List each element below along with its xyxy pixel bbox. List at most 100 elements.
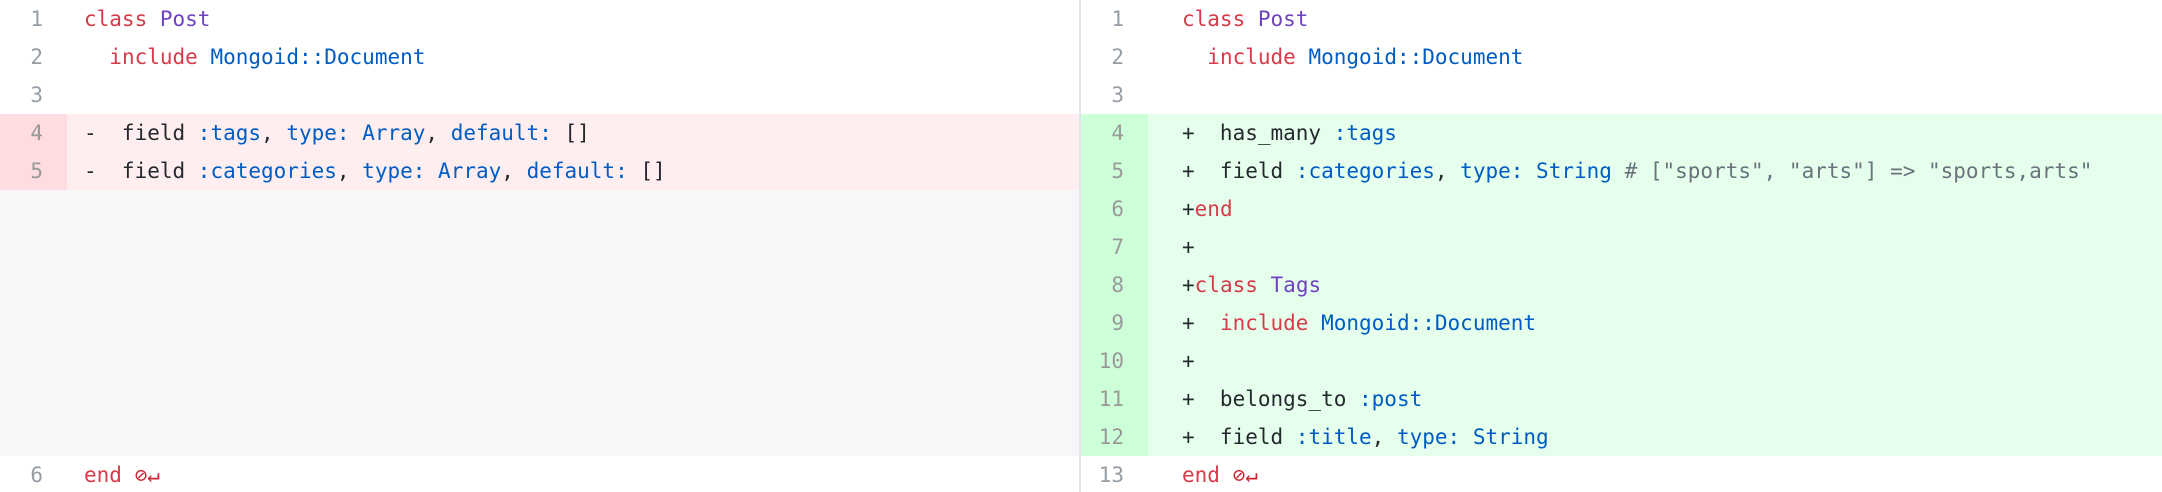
code-content: end ⊘↵ bbox=[84, 456, 160, 492]
empty-line bbox=[0, 190, 1079, 228]
line-number[interactable]: 5 bbox=[1081, 152, 1148, 190]
line-number[interactable]: 6 bbox=[1081, 190, 1148, 228]
code-token: :categories bbox=[1295, 159, 1435, 183]
line-number[interactable]: 7 bbox=[1081, 228, 1148, 266]
line-number[interactable] bbox=[0, 228, 67, 266]
code-token: Post bbox=[159, 7, 211, 31]
code-token: class bbox=[1182, 7, 1246, 31]
added-line: 4 + has_many :tags bbox=[1081, 114, 2162, 152]
added-line: 8+class Tags bbox=[1081, 266, 2162, 304]
line-number[interactable]: 2 bbox=[0, 38, 67, 76]
context-line: 13 end ⊘↵ bbox=[1081, 456, 2162, 492]
code-token: [] bbox=[627, 159, 666, 183]
line-number[interactable] bbox=[0, 190, 67, 228]
code-token: Array bbox=[362, 121, 426, 145]
context-line: 2 include Mongoid::Document bbox=[1081, 38, 2162, 76]
code-content: + has_many :tags bbox=[1182, 114, 1397, 152]
code-token: , bbox=[261, 121, 287, 145]
code-content: + bbox=[1182, 228, 1195, 266]
added-line: 12 + field :title, type: String bbox=[1081, 418, 2162, 456]
context-line: 1 class Post bbox=[1081, 0, 2162, 38]
code-content: +end bbox=[1182, 190, 1233, 228]
code-content: include Mongoid::Document bbox=[1182, 38, 1523, 76]
code-token: end bbox=[1182, 463, 1220, 487]
no-newline-icon: ⊘↵ bbox=[1232, 463, 1258, 487]
code-token: default: bbox=[450, 121, 552, 145]
code-token: Mongoid::Document bbox=[1321, 311, 1537, 335]
code-token: type: bbox=[362, 159, 426, 183]
code-token: String bbox=[1472, 425, 1549, 449]
code-token: Array bbox=[438, 159, 502, 183]
added-line: 7+ bbox=[1081, 228, 2162, 266]
line-number[interactable]: 10 bbox=[1081, 342, 1148, 380]
code-token: :title bbox=[1295, 425, 1372, 449]
line-number[interactable] bbox=[0, 380, 67, 418]
code-token: , bbox=[501, 159, 527, 183]
line-number[interactable]: 2 bbox=[1081, 38, 1148, 76]
code-token bbox=[1220, 463, 1233, 487]
code-content: class Post bbox=[84, 0, 210, 38]
code-token: Post bbox=[1257, 7, 1309, 31]
code-token bbox=[1245, 7, 1258, 31]
line-number[interactable]: 9 bbox=[1081, 304, 1148, 342]
empty-line bbox=[0, 304, 1079, 342]
code-content: - field :categories, type: Array, defaul… bbox=[84, 152, 666, 190]
code-content: - field :tags, type: Array, default: [] bbox=[84, 114, 590, 152]
code-token: String bbox=[1536, 159, 1612, 183]
empty-line bbox=[0, 228, 1079, 266]
code-token bbox=[1612, 159, 1625, 183]
code-content: include Mongoid::Document bbox=[84, 38, 425, 76]
line-number[interactable]: 5 bbox=[0, 152, 67, 190]
code-content: + field :title, type: String bbox=[1182, 418, 1549, 456]
code-token bbox=[1523, 159, 1536, 183]
code-token: + bbox=[1182, 311, 1220, 335]
line-number[interactable]: 3 bbox=[0, 76, 67, 114]
line-number[interactable]: 13 bbox=[1081, 456, 1148, 492]
code-token: :tags bbox=[197, 121, 262, 145]
empty-line bbox=[0, 266, 1079, 304]
code-token bbox=[1308, 311, 1321, 335]
line-number[interactable]: 3 bbox=[1081, 76, 1148, 114]
code-token: :post bbox=[1359, 387, 1423, 411]
code-token: + bbox=[1182, 197, 1195, 221]
line-number[interactable]: 12 bbox=[1081, 418, 1148, 456]
code-token: class bbox=[1194, 273, 1258, 297]
code-token bbox=[198, 45, 211, 69]
code-token bbox=[350, 121, 363, 145]
line-number[interactable]: 6 bbox=[0, 456, 67, 492]
line-number[interactable]: 1 bbox=[1081, 0, 1148, 38]
line-number[interactable]: 1 bbox=[0, 0, 67, 38]
code-token: end bbox=[1194, 197, 1233, 221]
code-token: , bbox=[336, 159, 363, 183]
code-token bbox=[84, 45, 109, 69]
code-content: + include Mongoid::Document bbox=[1182, 304, 1536, 342]
line-number[interactable]: 8 bbox=[1081, 266, 1148, 304]
code-content: + belongs_to :post bbox=[1182, 380, 1422, 418]
code-token bbox=[425, 159, 438, 183]
line-number[interactable]: 4 bbox=[0, 114, 67, 152]
code-content: + field :categories, type: String # ["sp… bbox=[1182, 152, 2092, 190]
code-token: , bbox=[425, 121, 451, 145]
code-token: Mongoid::Document bbox=[210, 45, 426, 69]
context-line: 6 end ⊘↵ bbox=[0, 456, 1079, 492]
context-line: 2 include Mongoid::Document bbox=[0, 38, 1079, 76]
code-token: - field bbox=[84, 159, 198, 183]
line-number[interactable]: 11 bbox=[1081, 380, 1148, 418]
code-token: type: bbox=[286, 121, 350, 145]
code-token: + bbox=[1182, 273, 1195, 297]
line-number[interactable] bbox=[0, 418, 67, 456]
code-token: end bbox=[84, 463, 122, 487]
line-number[interactable]: 4 bbox=[1081, 114, 1148, 152]
code-token bbox=[1296, 45, 1309, 69]
code-content: end ⊘↵ bbox=[1182, 456, 1258, 492]
line-number[interactable] bbox=[0, 304, 67, 342]
code-token: :tags bbox=[1333, 121, 1397, 145]
code-token: include bbox=[1219, 311, 1309, 335]
code-token: :categories bbox=[197, 159, 337, 183]
code-token bbox=[147, 7, 160, 31]
empty-line bbox=[0, 418, 1079, 456]
line-number[interactable] bbox=[0, 266, 67, 304]
line-number[interactable] bbox=[0, 342, 67, 380]
code-token: default: bbox=[526, 159, 628, 183]
code-token: Mongoid::Document bbox=[1308, 45, 1524, 69]
